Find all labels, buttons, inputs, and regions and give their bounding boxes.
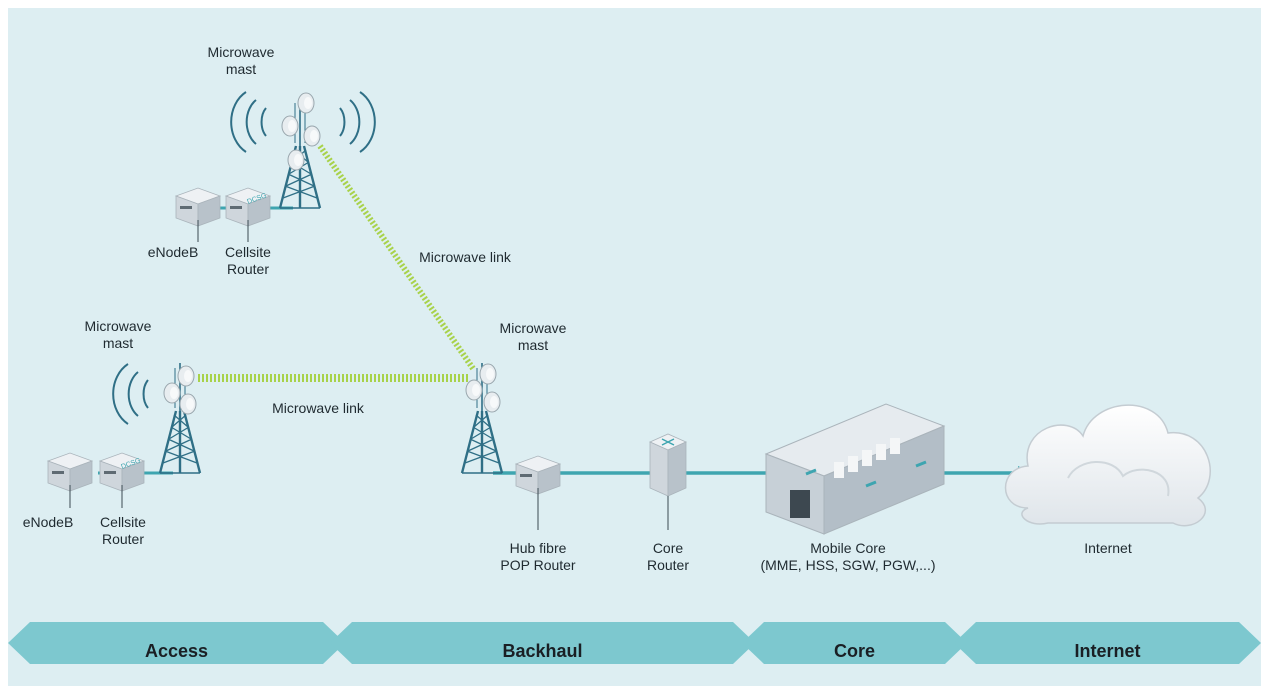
- band-internet: Internet: [1074, 640, 1141, 661]
- label-mast-hub: Microwave mast: [499, 320, 567, 353]
- label-enodeb-left: eNodeB: [22, 514, 74, 530]
- radio-waves-left: [112, 363, 149, 425]
- label-cellsite-router-left: Cellsite Router: [100, 514, 146, 547]
- label-internet: Internet: [1084, 540, 1132, 556]
- leader-lines: [69, 220, 669, 530]
- radio-waves-top: [230, 91, 376, 153]
- core-router-device: [649, 433, 687, 497]
- label-core-router: Core Router: [646, 540, 690, 573]
- band-access-shape: [8, 622, 345, 664]
- band-backhaul-shape: [330, 622, 755, 664]
- label-enodeb-top: eNodeB: [147, 244, 199, 260]
- label-cellsite-router-top: Cellsite Router: [225, 244, 271, 277]
- label-hub-router: Hub fibre POP Router: [500, 540, 576, 573]
- mobile-core-building: [764, 403, 946, 535]
- label-microwave-link-top: Microwave link: [419, 249, 511, 265]
- label-mast-left: Microwave mast: [84, 318, 152, 351]
- network-diagram: DCSG DCSG Microwave mast: [8, 8, 1261, 686]
- diagram-graphics: DCSG DCSG: [8, 91, 1261, 664]
- label-mast-top: Microwave mast: [207, 44, 275, 77]
- band-backhaul: Backhaul: [502, 640, 583, 661]
- label-mobile-core: Mobile Core (MME, HSS, SGW, PGW,...): [760, 540, 936, 573]
- band-internet-shape: [954, 622, 1261, 664]
- internet-cloud-icon: [1004, 404, 1211, 527]
- band-core-shape: [742, 622, 967, 664]
- label-microwave-link-left: Microwave link: [272, 400, 364, 416]
- band-core: Core: [833, 640, 875, 661]
- microwave-link-top: [317, 144, 477, 372]
- band-access: Access: [144, 640, 209, 661]
